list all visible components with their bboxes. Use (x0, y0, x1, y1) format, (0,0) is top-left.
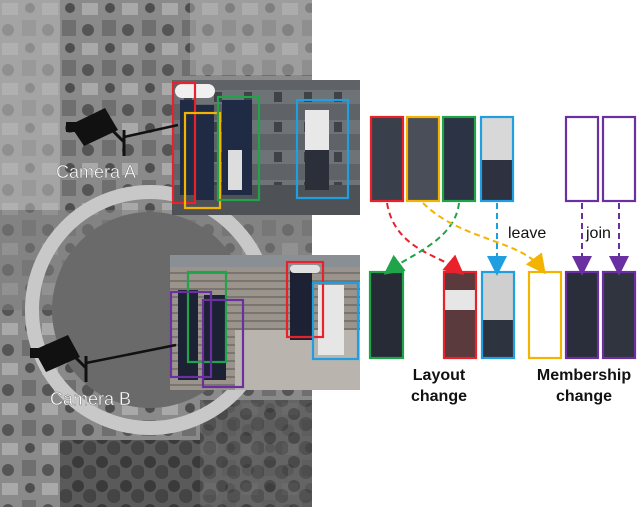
cam-b-box-red (285, 260, 325, 339)
arrow-green (383, 202, 460, 275)
layout-change-line2: change (411, 388, 467, 405)
join-label: join (585, 225, 611, 242)
cam-b-box-green (186, 270, 228, 364)
top-crops (369, 115, 637, 203)
crop-top-red (369, 115, 405, 203)
cam-a-box-green (216, 95, 261, 202)
camera-b-icon (30, 335, 88, 382)
cam-a-box-orange (183, 111, 222, 210)
crop-top-orange (405, 115, 441, 203)
transition-arrows (383, 202, 629, 276)
arrow-orange (422, 202, 546, 275)
cam-b-box-purple-2 (201, 298, 245, 389)
camera-a-icon (66, 108, 126, 156)
layout-change-line1: Layout (413, 367, 466, 384)
bottom-crops (368, 270, 637, 360)
aerial-map (0, 0, 312, 507)
membership-change-line1: Membership (537, 367, 631, 384)
camera-a-label: Camera A (56, 162, 136, 182)
cam-b-box-purple-1 (169, 290, 213, 379)
arrow-red (386, 202, 465, 276)
crop-top-blue (479, 115, 515, 203)
membership-change-line2: change (556, 388, 612, 405)
cam-b-box-blue (311, 281, 360, 361)
leave-label: leave (508, 225, 546, 242)
camera-b-link (85, 343, 177, 365)
cam-a-box-blue (295, 98, 350, 200)
placeholder-bottom-orange (527, 270, 563, 360)
placeholder-top-purple-2 (601, 115, 637, 203)
camera-b-photo (169, 255, 360, 390)
placeholder-top-purple-1 (564, 115, 600, 203)
camera-b-label: Camera B (50, 389, 131, 409)
camera-a-photo (171, 80, 360, 215)
camera-a-link (123, 123, 179, 139)
crop-top-green (441, 115, 477, 203)
